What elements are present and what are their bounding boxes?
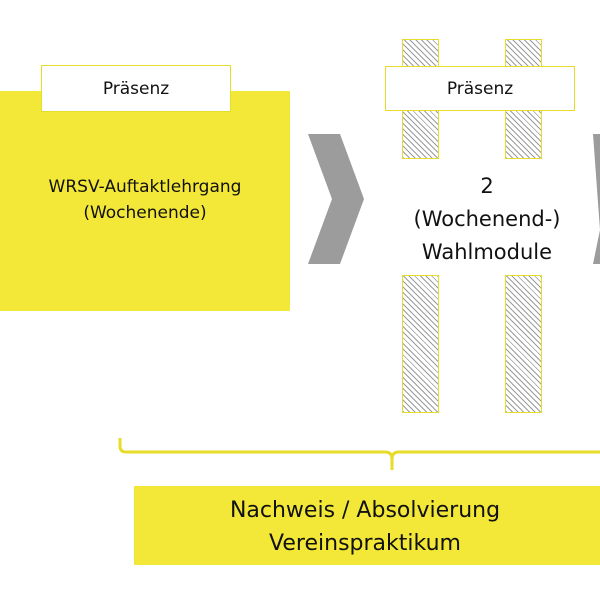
wahlmodul-pillar-2-bottom [505,275,542,413]
nachweis-block [134,486,600,565]
chevron-right-icon-partial [593,134,600,264]
auftaktlehrgang-title: WRSV-Auftaktlehrgang (Wochenende) [48,177,242,223]
wahlmodul-pillar-1-bottom [402,275,439,413]
auftaktlehrgang-block [0,91,290,311]
curly-brace-icon [118,438,600,470]
praesenz-tag-phase-1: Präsenz [41,65,231,112]
chevron-right-icon [308,134,364,264]
wahlmodule-title: 2 (Wochenend-) Wahlmodule [413,174,561,264]
praesenz-tag-phase-2: Präsenz [385,66,575,111]
nachweis-label: Nachweis / Absolvierung Vereinspraktikum [229,498,501,556]
